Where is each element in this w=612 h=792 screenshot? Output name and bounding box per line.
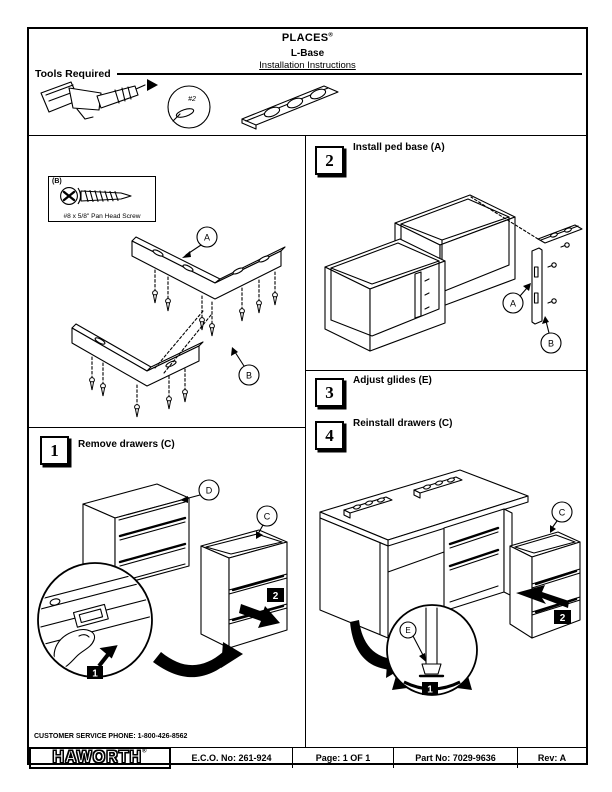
lbase-screws-a <box>152 269 278 337</box>
adjust-step-label: 1 <box>427 685 433 696</box>
screw-callout-box: (B) #8 x 5/8" Pan Head Screw <box>48 176 156 222</box>
driver-bit-callout: #2 <box>167 85 211 129</box>
ped-base-diagram: A B <box>324 194 583 354</box>
step-1-number: 1 <box>40 436 69 465</box>
pan-head-screw-icon <box>60 187 132 205</box>
step-3-number: 3 <box>315 378 344 407</box>
release-latch <box>72 603 109 628</box>
callout-a-label: A <box>510 299 516 309</box>
header-divider <box>29 135 586 137</box>
callout-b-label: B <box>246 371 252 381</box>
lbase-rail-left <box>71 323 204 387</box>
callout-c: C <box>256 505 278 539</box>
instruction-sheet: PLACES® L-Base Installation Instructions… <box>27 27 588 769</box>
footer-bar: HAWORTH® E.C.O. No: 261-924 Page: 1 OF 1… <box>29 747 586 769</box>
lbase-diagram: A B <box>71 226 286 418</box>
customer-service-phone: CUSTOMER SERVICE PHONE: 1-800-426-8562 <box>34 733 188 740</box>
step-4-number: 4 <box>315 421 344 450</box>
step-1-label: Remove drawers (C) <box>78 439 175 450</box>
glide-detail-circle: E 1 <box>386 604 478 696</box>
haworth-wordmark: HAWORTH <box>52 747 143 767</box>
latch-detail-circle: 1 <box>37 562 153 680</box>
open-pedestal <box>443 508 513 612</box>
drill-icon <box>40 79 158 120</box>
column-divider <box>305 135 307 747</box>
finger <box>53 629 96 669</box>
screw-spec-label: #8 x 5/8" Pan Head Screw <box>63 213 141 220</box>
ped-base-on-top-1 <box>343 496 393 519</box>
haworth-registered-mark: ® <box>142 747 148 755</box>
callout-d: D <box>180 479 220 503</box>
callout-e-label: E <box>405 626 410 635</box>
product-title: L-Base <box>290 48 325 59</box>
callout-d-label: D <box>206 486 213 496</box>
step-3-label: Adjust glides (E) <box>353 375 432 386</box>
ped-base-bracket <box>470 196 583 325</box>
bit-arrow <box>147 79 158 91</box>
callout-c-label: C <box>559 508 566 518</box>
callout-b: B <box>231 347 260 386</box>
tools-rule <box>116 73 582 75</box>
footer-rev-cell: Rev: A <box>517 748 586 768</box>
callout-c-label: C <box>264 512 271 522</box>
ped-base-strip-icon <box>241 85 339 130</box>
zoom-swoosh <box>153 652 231 678</box>
left-panel-divider <box>29 427 305 429</box>
callout-c: C <box>550 501 573 533</box>
tools-required-row: Tools Required <box>35 68 582 80</box>
footer-eco-cell: E.C.O. No: 261-924 <box>191 753 272 763</box>
step-4-digit: 4 <box>325 425 334 445</box>
callout-a: A <box>502 283 531 314</box>
remove-drawers-diagram: D C <box>37 479 288 680</box>
footer-page-cell: Page: 1 OF 1 <box>292 748 393 768</box>
callout-a-label: A <box>204 233 210 243</box>
pedestal-shell-left <box>324 238 446 352</box>
step-2-number: 2 <box>315 146 344 175</box>
step-4-label: Reinstall drawers (C) <box>353 418 453 429</box>
step-2-digit: 2 <box>325 150 334 170</box>
reinstall-drawers-diagram: C 2 E 1 <box>319 469 581 696</box>
insert-step-label: 2 <box>560 613 566 624</box>
ped-base-on-top-2 <box>413 476 463 499</box>
registered-mark: ® <box>328 32 334 39</box>
brand-name: PLACES <box>281 32 329 44</box>
press-step-label: 1 <box>92 669 98 680</box>
brand-title: PLACES® <box>29 32 586 44</box>
remove-arrow: 2 <box>239 588 284 628</box>
tools-illustration: #2 <box>40 79 339 130</box>
bit-size-label: #2 <box>188 96 196 103</box>
callout-a: A <box>182 226 218 258</box>
lbase-rail-a <box>131 236 286 300</box>
zoom-swoosh-head <box>221 642 243 668</box>
right-panel-divider <box>305 370 586 372</box>
haworth-logo-box: HAWORTH® <box>29 747 171 769</box>
pull-step-label: 2 <box>273 591 279 602</box>
footer-logo-cell: HAWORTH® <box>29 747 171 769</box>
zoom-swoosh <box>350 620 393 670</box>
step-2-label: Install ped base (A) <box>353 142 445 153</box>
callout-b: B <box>540 316 562 354</box>
press-arrow-shaft <box>97 650 112 668</box>
haworth-logo: HAWORTH® <box>52 747 148 768</box>
callout-e <box>399 621 417 639</box>
tools-required-label: Tools Required <box>35 68 111 80</box>
step-3-digit: 3 <box>325 382 334 402</box>
step-1-digit: 1 <box>50 440 59 460</box>
doc-type: Installation Instructions <box>259 60 356 71</box>
insert-arrow: 2 <box>516 585 571 624</box>
callout-b-label: B <box>548 339 554 349</box>
lbase-screws-left <box>89 310 212 418</box>
bracket-screws <box>547 242 570 304</box>
footer-part-cell: Part No: 7029-9636 <box>393 748 517 768</box>
screw-ref-label: (B) <box>52 178 62 185</box>
